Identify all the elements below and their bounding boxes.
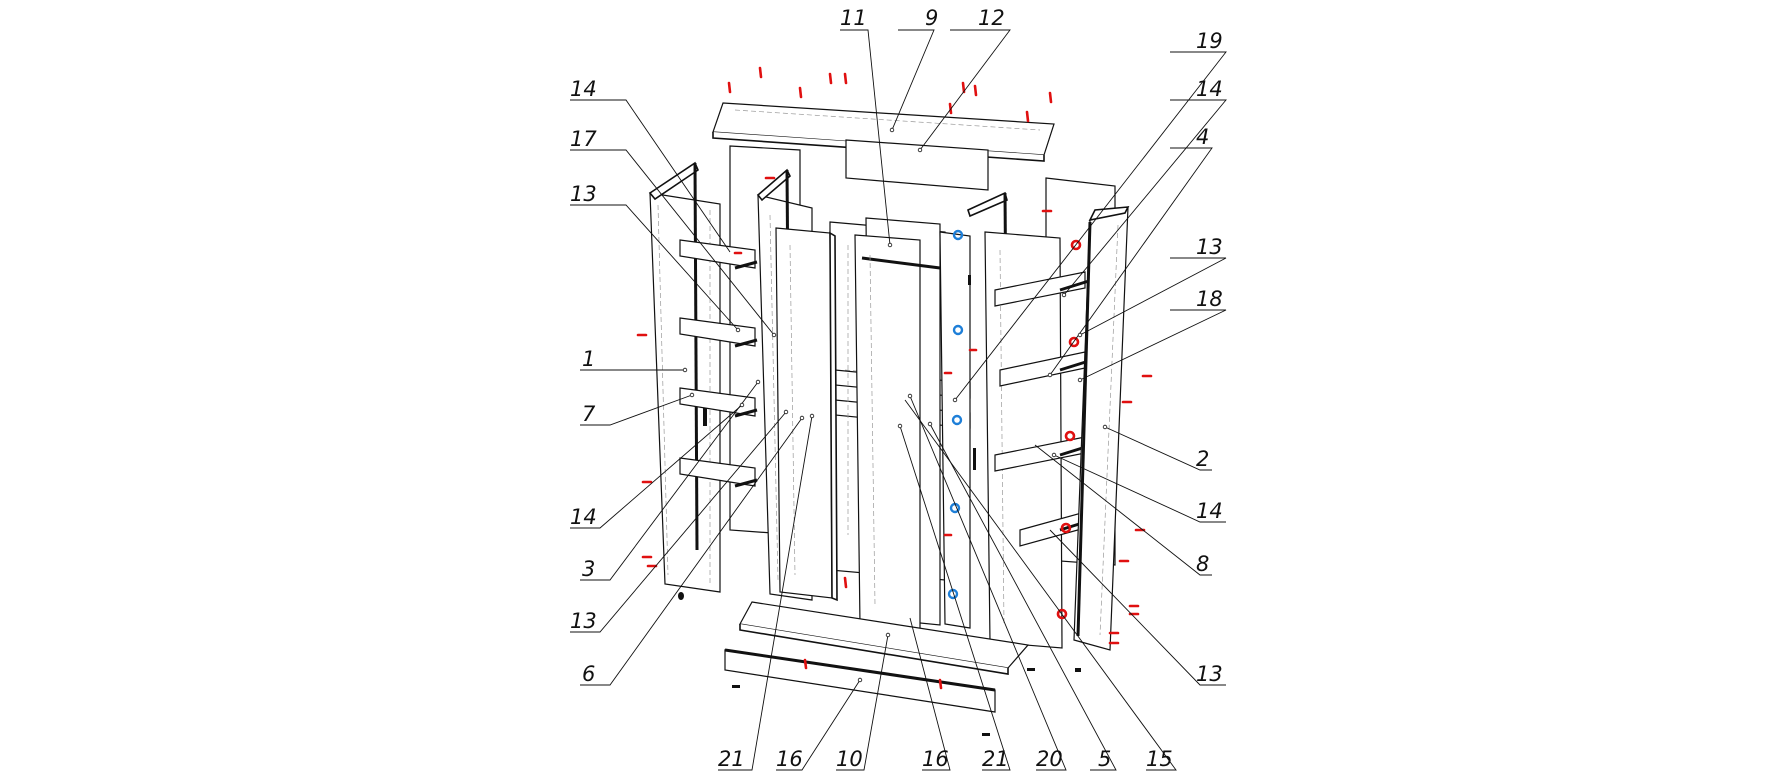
bottom-panel (739, 601, 1030, 675)
left-door (775, 227, 838, 602)
callout-13: 13 (1196, 235, 1223, 259)
callout-6: 6 (582, 662, 595, 686)
callout-12: 12 (978, 6, 1005, 30)
callout-labels: 11 9 12 19 14 14 4 17 13 13 18 1 7 2 14 … (570, 6, 1223, 771)
callout-16: 16 (922, 747, 949, 771)
black-fasteners (678, 275, 1081, 736)
top-back-strip (845, 139, 989, 191)
callout-20: 20 (1036, 747, 1063, 771)
callout-3: 3 (582, 557, 595, 581)
callout-9: 9 (925, 6, 938, 30)
callout-10: 10 (836, 747, 863, 771)
callout-13: 13 (570, 182, 597, 206)
callout-14: 14 (570, 505, 597, 529)
callout-7: 7 (582, 402, 596, 426)
callout-8: 8 (1196, 552, 1209, 576)
leader-lines (570, 29, 1227, 771)
callout-18: 18 (1196, 287, 1223, 311)
callout-11: 11 (840, 6, 867, 30)
callout-15: 15 (1146, 747, 1173, 771)
right-door (984, 231, 1063, 649)
center-door (854, 217, 941, 631)
callout-14: 14 (1196, 77, 1223, 101)
callout-14: 14 (570, 77, 597, 101)
callout-14: 14 (1196, 499, 1223, 523)
callout-13: 13 (1196, 662, 1223, 686)
leader-points (682, 127, 1108, 683)
left-side-panel (648, 161, 721, 593)
callout-2: 2 (1196, 447, 1209, 471)
callout-21: 21 (718, 747, 745, 771)
red-fasteners (636, 66, 1153, 690)
callout-16: 16 (776, 747, 803, 771)
callout-5: 5 (1098, 747, 1111, 771)
right-shelves (994, 271, 1093, 547)
callout-4: 4 (1196, 125, 1209, 149)
callout-1: 1 (582, 347, 595, 371)
callout-13: 13 (570, 609, 597, 633)
right-side-panel (1073, 206, 1130, 651)
callout-21: 21 (982, 747, 1009, 771)
callout-19: 19 (1196, 29, 1223, 53)
callout-17: 17 (570, 127, 597, 151)
left-shelves (679, 239, 758, 488)
